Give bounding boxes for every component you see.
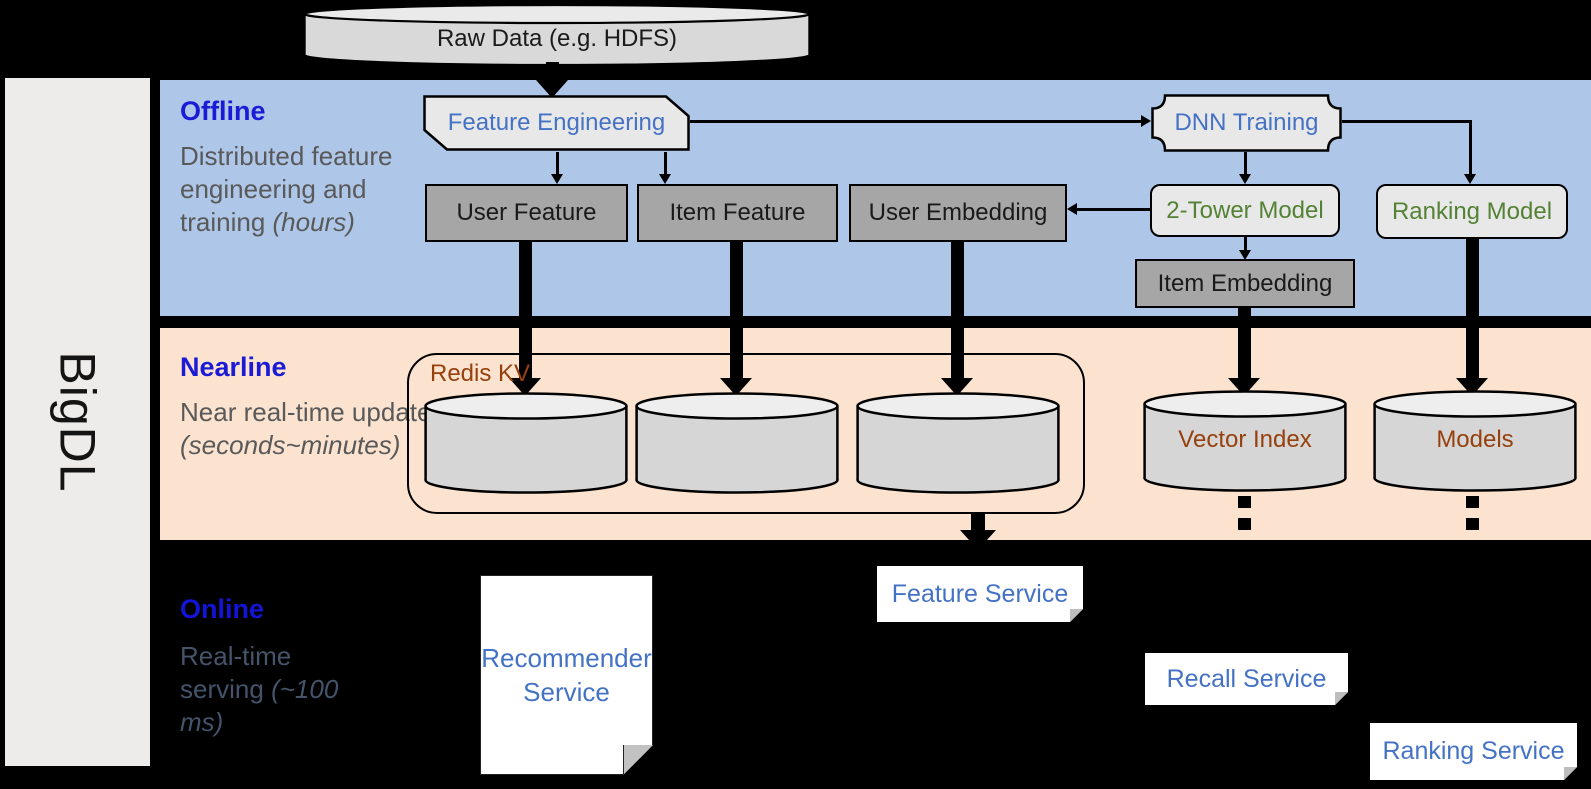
cylinder-shape (424, 392, 628, 494)
redis-kv-container (407, 353, 1085, 514)
dash-vectorindex-1 (1238, 496, 1251, 508)
feature-engineering-node: Feature Engineering (423, 95, 690, 151)
item-feature-node: Item Feature (637, 184, 838, 242)
recommender-service-label: Recommender Service (481, 643, 652, 707)
arrow-dnn-to-twotower (1244, 152, 1247, 176)
arrowhead-dnn-to-twotower (1239, 174, 1251, 184)
user-feature-node: User Feature (425, 184, 628, 242)
plaque-shape (1151, 94, 1342, 152)
arrowhead-twotower-to-userembedding (1067, 203, 1077, 215)
arrowhead-dnn-to-rankingmodel (1464, 174, 1476, 184)
arrowhead-userfeature-to-redis (509, 378, 541, 396)
redis-kv-label: Redis KV (430, 360, 531, 387)
arrow-twotower-to-itemembedding (1244, 237, 1247, 252)
ranking-model-label: Ranking Model (1391, 197, 1553, 225)
redis-cylinder-3 (856, 392, 1060, 494)
arrowhead-itemfeature-to-redis (720, 378, 752, 396)
ranking-model-node: Ranking Model (1376, 184, 1568, 239)
user-embedding-node: User Embedding (849, 184, 1067, 242)
bigdl-brand-label: BigDL (49, 351, 106, 493)
offline-title: Offline (180, 96, 266, 126)
redis-cylinder-1 (424, 392, 628, 494)
two-tower-model-label: 2-Tower Model (1166, 196, 1324, 224)
ranking-service-label: Ranking Service (1382, 737, 1565, 765)
cylinder-shape (635, 392, 839, 494)
models-label: Models (1436, 426, 1514, 453)
item-embedding-label: Item Embedding (1157, 269, 1333, 297)
feature-service-card: Feature Service (877, 566, 1083, 622)
arrow-itemfeature-to-redis (730, 242, 743, 378)
user-feature-label: User Feature (456, 199, 597, 226)
recommender-service-document: Recommender Service (480, 575, 653, 775)
dash-models-2 (1466, 518, 1479, 530)
raw-data-label: Raw Data (e.g. HDFS) (436, 25, 678, 52)
arrowhead-fe-to-itemfeature (659, 174, 671, 184)
vector-index-cylinder: Vector Index (1143, 390, 1347, 492)
feature-service-label: Feature Service (891, 579, 1069, 608)
bigdl-sidebar: BigDL (5, 78, 150, 766)
recall-service-card: Recall Service (1145, 653, 1348, 705)
recall-service-label: Recall Service (1166, 664, 1327, 693)
dash-models-1 (1466, 496, 1479, 508)
arrow-twotower-to-userembedding (1077, 208, 1150, 211)
redis-cylinder-2 (635, 392, 839, 494)
vector-index-label: Vector Index (1178, 426, 1312, 453)
arrow-rawdata-to-fe (546, 62, 559, 82)
two-tower-model-node: 2-Tower Model (1150, 184, 1340, 237)
cylinder-shape (1373, 390, 1577, 492)
arrow-redis-to-featureservice (971, 514, 985, 530)
arrowhead-twotower-to-itemembedding (1239, 250, 1251, 260)
item-feature-label: Item Feature (669, 199, 806, 226)
recommender-service-fold-corner (623, 745, 653, 775)
online-description: Real-time serving (~100 ms) (180, 641, 339, 737)
cylinder-shape (856, 392, 1060, 494)
raw-data-cylinder: Raw Data (e.g. HDFS) (303, 3, 811, 67)
recall-service-fold-corner (1335, 692, 1348, 705)
arrow-fe-to-itemfeature (664, 152, 667, 176)
ranking-service-fold-corner (1564, 767, 1577, 780)
arrow-userembedding-to-redis (951, 242, 964, 378)
feature-service-fold-corner (1070, 609, 1083, 622)
dnn-training-node: DNN Training (1151, 94, 1342, 152)
arrowhead-fe-to-userfeature (551, 174, 563, 184)
cylinder-shape (1143, 390, 1347, 492)
offline-description: Distributed feature engineering and trai… (180, 141, 393, 237)
arrowhead-redis-to-featureservice (960, 530, 996, 550)
nearline-title: Nearline (180, 352, 287, 382)
arrowhead-rawdata-to-fe (536, 80, 568, 98)
item-embedding-node: Item Embedding (1135, 259, 1355, 308)
ranking-service-card: Ranking Service (1370, 723, 1577, 780)
arrow-fe-to-userfeature (556, 152, 559, 176)
dash-vectorindex-2 (1238, 518, 1251, 530)
arrowhead-fe-to-dnn (1141, 115, 1151, 127)
arrowhead-userembedding-to-redis (941, 378, 973, 396)
arrow-rankingmodel-to-models (1466, 239, 1479, 378)
snip-rectangle-shape (423, 95, 690, 151)
arrow-dnn-to-rankingmodel-h (1342, 120, 1472, 123)
dnn-training-label: DNN Training (1174, 109, 1319, 136)
arrow-userfeature-to-redis (519, 242, 532, 378)
feature-engineering-label: Feature Engineering (447, 109, 666, 136)
models-cylinder: Models (1373, 390, 1577, 492)
arrow-fe-to-dnn (690, 120, 1142, 123)
nearline-description: Near real-time update (seconds~minutes) (180, 397, 432, 460)
online-title: Online (180, 594, 265, 624)
arrow-dnn-to-rankingmodel-v (1469, 120, 1472, 176)
user-embedding-label: User Embedding (868, 199, 1048, 226)
arrow-itemembedding-to-vectorindex (1238, 308, 1251, 378)
cylinder-shape (303, 3, 811, 67)
